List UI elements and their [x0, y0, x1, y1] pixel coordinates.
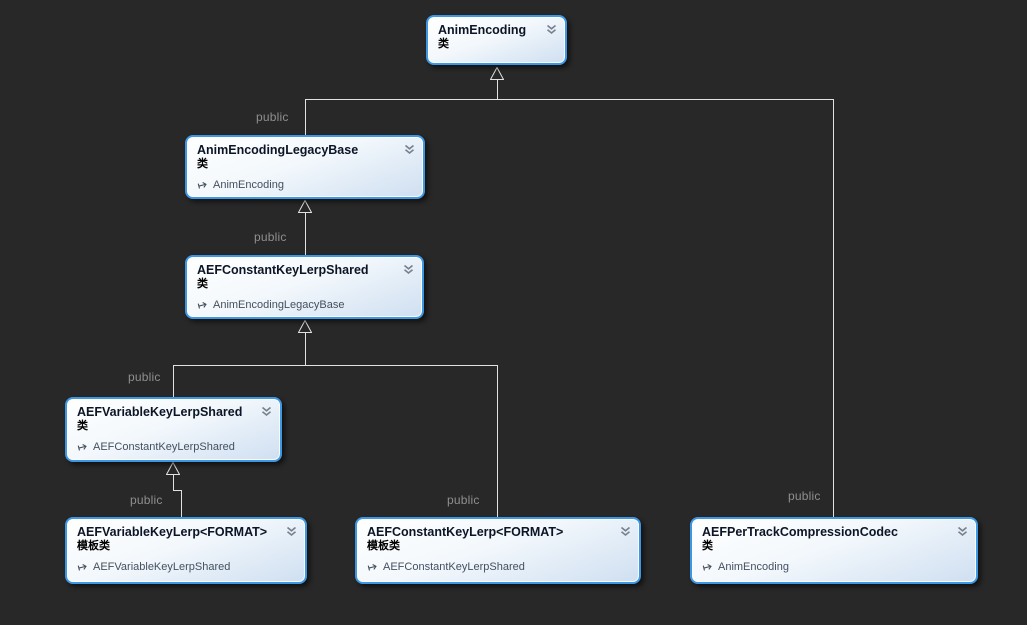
edge-access-label: public [254, 230, 287, 244]
edge-access-label: public [447, 493, 480, 507]
connector-line[interactable] [173, 475, 174, 490]
class-title: AnimEncoding [438, 23, 527, 37]
edge-access-label: public [788, 489, 821, 503]
connector-line[interactable] [305, 99, 834, 100]
class-title: AEFConstantKeyLerpShared [197, 263, 369, 277]
class-title: AEFVariableKeyLerp<FORMAT> [77, 525, 268, 539]
connector-line[interactable] [497, 365, 498, 517]
connector-line[interactable] [833, 99, 834, 517]
class-title: AEFPerTrackCompressionCodec [702, 525, 898, 539]
inheritance-arrow-icon [197, 298, 209, 312]
class-node-animencodinglegacybase[interactable]: AnimEncodingLegacyBase 类 AnimEncoding [185, 135, 425, 199]
class-kind-label: 类 [77, 420, 88, 432]
class-kind-label: 模板类 [77, 540, 110, 552]
base-class-name: AEFVariableKeyLerpShared [93, 560, 231, 573]
class-kind-label: 模板类 [367, 540, 400, 552]
base-class-name: AEFConstantKeyLerpShared [383, 560, 525, 573]
collapse-chevron-icon[interactable] [259, 405, 273, 417]
inheritance-arrow-icon [367, 560, 379, 574]
base-class-name: AnimEncodingLegacyBase [213, 298, 345, 311]
class-kind-label: 类 [197, 158, 208, 170]
connector-line[interactable] [305, 333, 306, 365]
connector-line[interactable] [497, 80, 498, 99]
connector-line[interactable] [305, 99, 306, 135]
base-class-name: AnimEncoding [718, 560, 789, 573]
inheritance-arrow-icon [77, 560, 89, 574]
class-title: AEFVariableKeyLerpShared [77, 405, 243, 419]
edge-access-label: public [128, 370, 161, 384]
connector-line[interactable] [181, 490, 182, 517]
inheritance-arrowhead[interactable] [165, 461, 181, 475]
class-title: AEFConstantKeyLerp<FORMAT> [367, 525, 564, 539]
class-node-aefconstantkeylerpshared[interactable]: AEFConstantKeyLerpShared 类 AnimEncodingL… [185, 255, 424, 319]
class-node-aefvariablekeylerp-format[interactable]: AEFVariableKeyLerp<FORMAT> 模板类 AEFVariab… [65, 517, 307, 584]
inheritance-arrow-icon [197, 178, 209, 192]
collapse-chevron-icon[interactable] [402, 143, 416, 155]
inheritance-arrow-icon [77, 440, 89, 454]
connector-line[interactable] [173, 490, 182, 491]
edge-access-label: public [256, 110, 289, 124]
class-node-animencoding[interactable]: AnimEncoding 类 [426, 15, 567, 65]
class-kind-label: 类 [702, 540, 713, 552]
inheritance-arrowhead[interactable] [489, 66, 505, 80]
connector-line[interactable] [173, 365, 174, 397]
edge-access-label: public [130, 493, 163, 507]
class-node-aefconstantkeylerp-format[interactable]: AEFConstantKeyLerp<FORMAT> 模板类 AEFConsta… [355, 517, 641, 584]
inheritance-arrowhead[interactable] [297, 199, 313, 213]
inheritance-arrow-icon [702, 560, 714, 574]
class-node-aefvariablekeylerpshared[interactable]: AEFVariableKeyLerpShared 类 AEFConstantKe… [65, 397, 282, 462]
collapse-chevron-icon[interactable] [401, 263, 415, 275]
collapse-chevron-icon[interactable] [284, 525, 298, 537]
connector-line[interactable] [305, 213, 306, 255]
collapse-chevron-icon[interactable] [544, 23, 558, 35]
inheritance-arrowhead[interactable] [297, 319, 313, 333]
collapse-chevron-icon[interactable] [955, 525, 969, 537]
collapse-chevron-icon[interactable] [618, 525, 632, 537]
class-kind-label: 类 [197, 278, 208, 290]
base-class-name: AnimEncoding [213, 178, 284, 191]
connector-line[interactable] [173, 365, 498, 366]
class-node-aefpertrackcompressioncodec[interactable]: AEFPerTrackCompressionCodec 类 AnimEncodi… [690, 517, 978, 584]
base-class-name: AEFConstantKeyLerpShared [93, 440, 235, 453]
class-title: AnimEncodingLegacyBase [197, 143, 359, 157]
class-kind-label: 类 [438, 38, 449, 50]
